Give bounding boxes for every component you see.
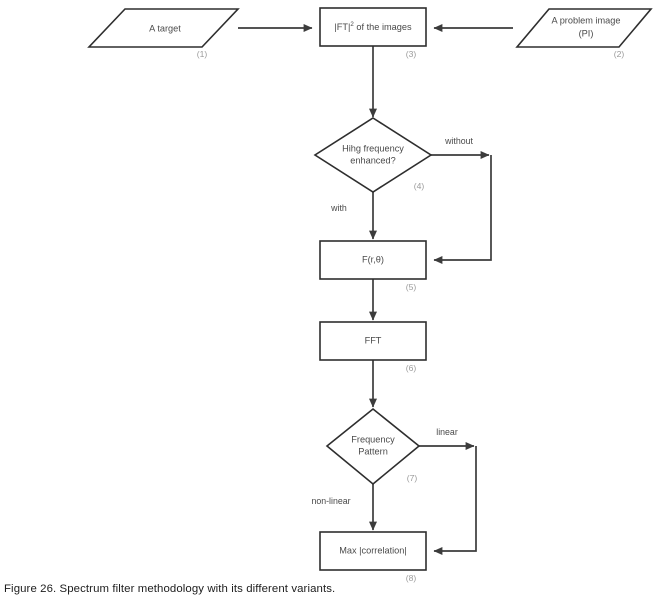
node-ft-squared[interactable]: |FT|2 of the images (3): [319, 7, 427, 59]
node-max-correlation[interactable]: Max |correlation| (8): [319, 531, 427, 583]
parallelogram-shape: [515, 8, 653, 48]
node-f-r-theta-label: F(r,θ): [362, 254, 384, 264]
node-high-frequency-label-line2: enhanced?: [350, 155, 395, 165]
node-high-frequency-label-line1: Hihg frequency: [342, 143, 404, 153]
rectangle-shape: [319, 240, 427, 280]
node-fft-label: FFT: [365, 335, 382, 345]
node-target-step-number: (1): [197, 49, 208, 59]
node-max-correlation-step-number: (8): [406, 573, 417, 583]
edge-linear-loop-to-max-correlation: [433, 446, 477, 555]
node-high-frequency-step-number: (4): [414, 181, 425, 191]
edge-label-non-linear: non-linear: [311, 496, 350, 506]
ft-label-suffix: of the images: [354, 22, 412, 32]
ft-label-superscript: 2: [350, 21, 354, 28]
node-frequency-pattern-decision[interactable]: Frequency Pattern (7) non-linear linear: [311, 407, 458, 506]
node-problem-image[interactable]: A problem image (PI) (2): [515, 8, 653, 59]
edge-label-with: with: [330, 203, 347, 213]
node-problem-image-label-line1: A problem image: [552, 15, 621, 25]
node-high-frequency-decision[interactable]: Hihg frequency enhanced? (4) with withou…: [313, 117, 473, 213]
node-f-r-theta-step-number: (5): [406, 282, 417, 292]
node-fft-step-number: (6): [406, 363, 417, 373]
node-target[interactable]: A target (1): [87, 8, 240, 59]
node-ft-squared-step-number: (3): [406, 49, 417, 59]
node-problem-image-label-line2: (PI): [579, 28, 594, 38]
edge-without-loop-to-f-r-theta: [433, 155, 492, 264]
edge-label-linear: linear: [436, 427, 458, 437]
diamond-shape: [313, 117, 433, 193]
ft-label-prefix: |FT|: [334, 22, 350, 32]
node-fft[interactable]: FFT (6): [319, 321, 427, 373]
rectangle-shape: [319, 321, 427, 361]
figure-caption: Figure 26. Spectrum filter methodology w…: [4, 583, 336, 595]
edge-label-without: without: [444, 136, 473, 146]
parallelogram-shape: [87, 8, 240, 48]
node-ft-squared-label: |FT|2 of the images: [334, 21, 412, 32]
node-f-r-theta[interactable]: F(r,θ) (5): [319, 240, 427, 292]
node-max-correlation-label: Max |correlation|: [339, 545, 407, 555]
node-frequency-pattern-label-line1: Frequency: [351, 434, 395, 444]
rectangle-shape: [319, 531, 427, 571]
node-frequency-pattern-step-number: (7): [407, 473, 418, 483]
node-frequency-pattern-label-line2: Pattern: [358, 446, 388, 456]
connector-layer: [238, 24, 513, 555]
node-target-label: A target: [149, 23, 181, 33]
rectangle-shape: [319, 7, 427, 47]
node-problem-image-step-number: (2): [614, 49, 625, 59]
diamond-shape: [325, 407, 421, 486]
